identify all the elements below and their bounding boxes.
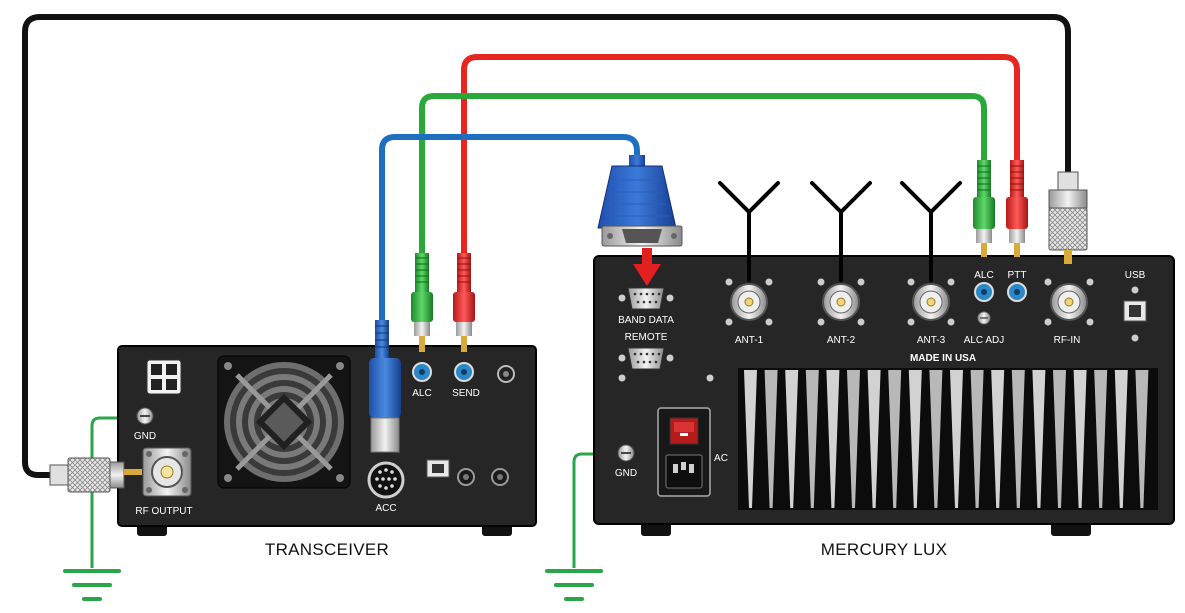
heatsink-fin <box>744 370 757 508</box>
heatsink-fin <box>1053 370 1066 508</box>
heatsink-fin <box>1011 370 1025 508</box>
transceiver-unit: GND RF OUTPUT <box>49 345 537 536</box>
usb-b-port-icon[interactable] <box>426 459 450 478</box>
usb-b-port-icon[interactable] <box>1123 300 1147 322</box>
remote-label: REMOTE <box>625 332 668 343</box>
alc-adj-knob[interactable] <box>977 311 991 325</box>
ac-label: AC <box>714 453 728 464</box>
amplifier-title: MERCURY LUX <box>821 540 947 559</box>
heatsink-fin <box>1114 370 1128 508</box>
acc-label: ACC <box>375 503 396 514</box>
antenna-icon <box>810 181 872 282</box>
ground-symbol-icon <box>545 569 603 601</box>
cooling-fan-icon <box>217 355 351 489</box>
alc-rca-plug-icon <box>973 160 995 257</box>
ant-2-connector[interactable] <box>817 278 865 326</box>
heatsink-fin <box>1073 370 1087 508</box>
audio-jack-icon <box>457 468 475 486</box>
ptt-jack[interactable] <box>1007 282 1027 302</box>
heatsink-icon <box>738 368 1158 510</box>
pl259-plug-icon <box>1048 171 1088 264</box>
heatsink-fin <box>970 370 984 508</box>
send-jack[interactable] <box>454 362 474 382</box>
rf-in-connector[interactable] <box>1044 278 1094 326</box>
ground-wire-transceiver <box>90 416 146 568</box>
rf-output-label: RF OUTPUT <box>135 506 192 517</box>
heatsink-fin <box>929 370 943 508</box>
heatsink-fin <box>991 370 1005 508</box>
alc-label-amp: ALC <box>974 270 993 281</box>
rf-coax-cable <box>22 14 1071 478</box>
ground-wire-amplifier <box>572 452 622 568</box>
heatsink-fin <box>1094 370 1108 508</box>
send-rca-plug-icon <box>453 253 475 352</box>
ant-1-label: ANT-1 <box>735 335 764 346</box>
heatsink-fin <box>950 370 963 508</box>
band-data-cable <box>379 134 640 325</box>
heatsink-fin <box>805 370 819 508</box>
audio-jack-icon <box>491 468 509 486</box>
heatsink-fin <box>1135 370 1149 508</box>
heatsink-fin <box>764 370 778 508</box>
alc-label: ALC <box>412 388 431 399</box>
ptt-label: PTT <box>1008 270 1027 281</box>
heatsink-fin <box>867 370 881 508</box>
heatsink-fin <box>908 370 922 508</box>
band-data-port[interactable] <box>618 287 674 310</box>
band-data-label: BAND DATA <box>618 315 674 326</box>
heatsink-fin <box>785 370 799 508</box>
arrow-down-icon <box>633 248 661 286</box>
alc-jack-amp[interactable] <box>974 282 994 302</box>
alc-adj-label: ALC ADJ <box>964 335 1005 346</box>
antenna-icon <box>718 181 780 282</box>
heatsink-fin <box>826 370 840 508</box>
ground-symbol-icon <box>63 569 121 601</box>
amplifier-unit: BAND DATA REMOTE ANT-1 ANT-2 <box>593 255 1175 536</box>
antenna-icon <box>900 181 962 282</box>
alc-cable <box>419 93 987 255</box>
gnd-label: GND <box>134 431 156 442</box>
power-connector-icon <box>146 359 182 395</box>
ant-1-connector[interactable] <box>725 278 773 326</box>
heatsink-fin <box>847 370 860 508</box>
alc-rca-plug-icon <box>411 253 433 352</box>
heatsink-fin <box>1032 370 1046 508</box>
db9-plug-icon <box>597 155 683 247</box>
pl259-plug-icon <box>49 457 142 493</box>
remote-port[interactable] <box>618 347 674 370</box>
gnd-label-amp: GND <box>615 468 637 479</box>
ant-2-label: ANT-2 <box>827 335 856 346</box>
usb-label: USB <box>1125 270 1146 281</box>
rf-output-connector[interactable] <box>142 447 192 497</box>
acc-din-plug-icon <box>369 320 401 453</box>
acc-din-socket[interactable] <box>367 461 405 499</box>
ac-inlet-module[interactable] <box>657 407 711 497</box>
aux-jack-icon <box>497 365 515 383</box>
ptt-rca-plug-icon <box>1006 160 1028 257</box>
made-in-usa-label: MADE IN USA <box>910 353 976 364</box>
gnd-post-icon[interactable] <box>617 444 635 462</box>
heatsink-fin <box>888 370 902 508</box>
ptt-cable <box>461 54 1020 255</box>
transceiver-title: TRANSCEIVER <box>265 540 389 559</box>
gnd-post-icon[interactable] <box>136 407 154 425</box>
send-label: SEND <box>452 388 480 399</box>
alc-jack[interactable] <box>412 362 432 382</box>
ant-3-label: ANT-3 <box>917 335 946 346</box>
rf-in-label: RF-IN <box>1054 335 1081 346</box>
ant-3-connector[interactable] <box>907 278 955 326</box>
